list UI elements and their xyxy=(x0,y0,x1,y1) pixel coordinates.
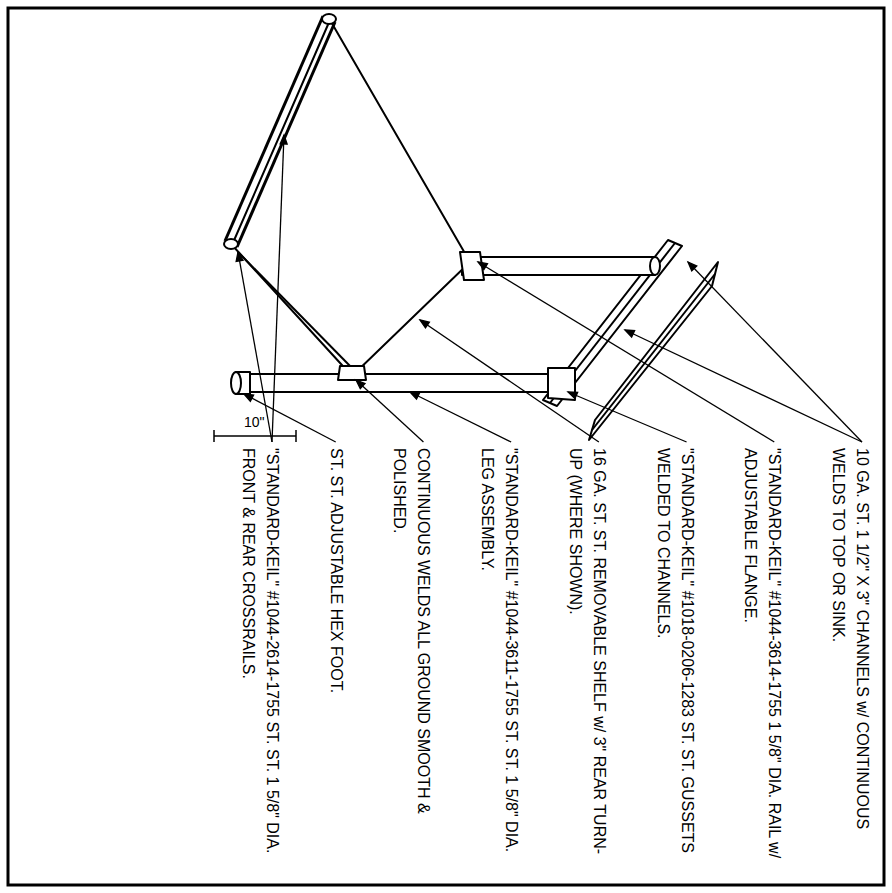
leader-line xyxy=(244,394,336,442)
channel xyxy=(589,262,718,440)
rail-end xyxy=(322,14,336,24)
arrow-head xyxy=(568,392,578,399)
leg-end xyxy=(650,257,660,275)
leader-line xyxy=(688,262,862,442)
callout-note: "STANDARD-KEIL" #1018-0206-1283 ST. ST. … xyxy=(651,448,699,868)
callout-note: "STANDARD-KEIL" #1044-2614-1755 ST. ST. … xyxy=(236,448,284,868)
leader-line xyxy=(625,330,862,442)
arrow-head xyxy=(410,392,420,399)
crossrail xyxy=(225,16,323,241)
callout-note: 16 GA. ST. ST. REMOVABLE SHELF w/ 3" REA… xyxy=(563,448,611,868)
crossrail xyxy=(237,22,335,247)
channel-flange xyxy=(592,274,715,430)
hex-foot-end xyxy=(231,372,241,394)
arrow-head xyxy=(356,380,365,389)
leg-tube xyxy=(246,374,552,392)
leader-line xyxy=(272,135,284,442)
arrow-head xyxy=(280,135,287,144)
leader-line xyxy=(568,392,687,442)
leader-line xyxy=(410,392,511,442)
callout-note: "STANDARD-KEIL" #1044-3611-1755 ST. ST. … xyxy=(475,448,523,868)
frame-border xyxy=(8,8,884,885)
leader-line xyxy=(478,262,774,442)
leader-line xyxy=(238,252,272,442)
arrow-head xyxy=(244,394,254,401)
leader-line xyxy=(420,320,599,442)
dimension xyxy=(214,430,296,442)
arrow-head xyxy=(625,330,635,337)
shelf xyxy=(232,20,470,376)
callout-note: 10 GA. ST. 1 1/2" X 3" CHANNELS w/ CONTI… xyxy=(826,448,874,868)
arrow-head xyxy=(236,252,243,261)
leg-tube xyxy=(462,257,655,275)
arrow-head xyxy=(688,262,697,271)
leader-line xyxy=(356,380,423,442)
callout-note: CONTINUOUS WELDS ALL GROUND SMOOTH & POL… xyxy=(387,448,435,868)
arrow-head xyxy=(478,262,488,270)
leader-lines xyxy=(236,135,862,442)
rail-end xyxy=(224,239,238,249)
dimension-text: 10" xyxy=(244,414,265,430)
arrow-head xyxy=(420,320,429,328)
shelf-flange xyxy=(338,366,366,380)
callout-note: ST. ST. ADJUSTABLE HEX FOOT. xyxy=(324,448,348,868)
callout-note: "STANDARD-KEIL" #1044-3614-1755 1 5/8" D… xyxy=(738,448,786,868)
